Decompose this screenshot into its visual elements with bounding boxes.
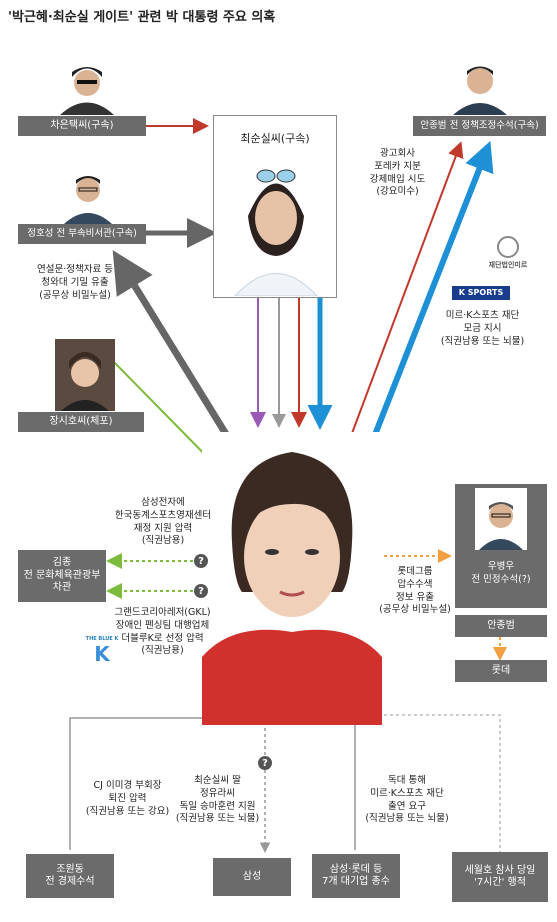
person-icon bbox=[230, 156, 322, 296]
blue-logo-text: THE BLUE K bbox=[85, 636, 119, 642]
jung-photo bbox=[58, 164, 118, 224]
arrow-park-to-jung bbox=[112, 250, 248, 467]
jang-label: 장시호씨(체포) bbox=[18, 412, 144, 432]
note-horse: 최순실씨 딸 정유라씨 독일 승마훈련 지원 (직권남용 또는 뇌물) bbox=[175, 775, 260, 825]
woo-photo bbox=[475, 488, 527, 550]
woo-label: 우병우 전 민정수석(?) bbox=[471, 561, 531, 585]
mir-logo-text: 재단법인미르 bbox=[488, 261, 528, 269]
jung-label: 정호성 전 부속비서관(구속) bbox=[18, 224, 146, 244]
ahn-label: 안종범 전 정책조정수석(구속) bbox=[413, 116, 546, 136]
choi-label: 최순실씨(구속) bbox=[240, 132, 310, 145]
samsung-label: 삼성 bbox=[213, 858, 291, 896]
person-icon bbox=[48, 50, 126, 115]
cha-photo bbox=[48, 50, 126, 115]
k-letter-icon: K bbox=[94, 642, 110, 666]
note-lottesearch: 롯데그룹 압수수색 정보 유출 (공무상 비밀누설) bbox=[379, 566, 451, 616]
note-cj: CJ 이미경 부회장 퇴진 압력 (직권남용 또는 강요) bbox=[85, 780, 170, 817]
note-gkl: 그랜드코리아레저(GKL) 장애인 펜싱팀 대행업체 더블루K로 선정 압력 (… bbox=[114, 607, 211, 657]
person-icon bbox=[55, 339, 115, 411]
line-to-sewol bbox=[372, 714, 501, 852]
note-ad: 광고회사 포레카 지분 강제매입 시도 (강요미수) bbox=[369, 148, 426, 198]
ksports-logo: K SPORTS bbox=[452, 286, 510, 300]
note-samsungcenter: 삼성전자에 한국동계스포츠영재센터 재정 지원 압력 (직권남용) bbox=[114, 497, 212, 547]
blue-logo: THE BLUE K K bbox=[84, 636, 120, 670]
park-photo bbox=[202, 432, 382, 725]
note-germany: 독대 통해 미르·K스포츠 재단 출연 요구 (직권남용 또는 뇌물) bbox=[365, 775, 449, 825]
note-mir: 미르·K스포츠 재단 모금 지시 (직권남용 또는 뇌물) bbox=[440, 310, 525, 347]
kimjong-label: 김종 전 문화체육관광부 차관 bbox=[18, 550, 106, 602]
ahn2-label: 안종범 bbox=[455, 615, 547, 637]
lotte-label: 롯데 bbox=[455, 660, 547, 682]
person-icon bbox=[475, 488, 527, 550]
person-icon bbox=[58, 164, 118, 224]
mir-logo: 재단법인미르 bbox=[478, 236, 538, 270]
sewol-label: 세월호 참사 당일 '7시간' 행적 bbox=[452, 852, 548, 902]
question-icon: ? bbox=[258, 756, 272, 770]
question-icon: ? bbox=[194, 554, 208, 568]
president-portrait-icon bbox=[202, 432, 382, 725]
note-leak: 연설문·정책자료 등 청와대 기밀 유출 (공무상 비밀누설) bbox=[37, 264, 113, 301]
cha-label: 차은택씨(구속) bbox=[18, 116, 146, 136]
question-icon: ? bbox=[194, 584, 208, 598]
choi-photo bbox=[230, 156, 322, 296]
person-icon bbox=[445, 53, 515, 115]
ahn-photo bbox=[445, 53, 515, 115]
page-title: '박근혜·최순실 게이트' 관련 박 대통령 주요 의혹 bbox=[8, 10, 276, 25]
line-to-cho bbox=[69, 717, 205, 850]
arrow-park-to-ahn-red bbox=[341, 141, 464, 461]
jang-photo bbox=[55, 339, 115, 411]
cho-label: 조원동 전 경제수석 bbox=[26, 854, 114, 898]
arrow-park-to-ahn-blue bbox=[355, 140, 494, 480]
mir-logo-mark bbox=[497, 236, 519, 258]
group-label: 삼성·롯데 등 7개 대기업 총수 bbox=[312, 854, 400, 898]
